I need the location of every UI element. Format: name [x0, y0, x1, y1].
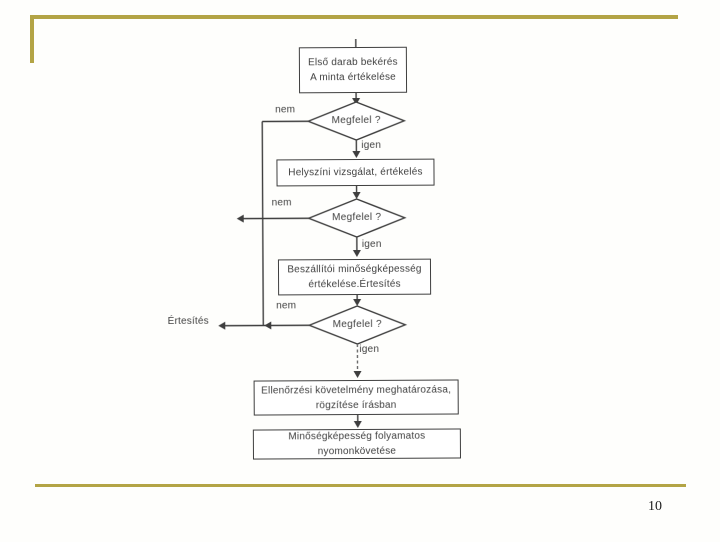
box-text-line: Helyszíni vizsgálat, értékelés	[277, 165, 433, 181]
arrowhead-down	[352, 151, 360, 158]
box-text-line: Beszállítói minőségképesség	[279, 262, 430, 278]
box-text-line: értékelése.Értesítés	[279, 277, 430, 293]
flowchart-box-onsite-inspection: Helyszíni vizsgálat, értékelés	[276, 159, 434, 187]
arrowhead-down	[354, 371, 362, 378]
box-text-line: A minta értékelése	[300, 70, 406, 86]
decision-label-2: Megfelel ?	[309, 212, 405, 224]
edge-label-no-1: nem	[267, 104, 303, 115]
edge-label-yes-3: igen	[359, 344, 379, 355]
box-text-line: nyomonkövetése	[254, 443, 460, 459]
edge-label-yes-2: igen	[362, 239, 382, 250]
box-text-line: Minőségképesség folyamatos	[254, 428, 460, 444]
flowchart-box-first-sample-request: Első darab bekérés A minta értékelése	[299, 47, 407, 94]
edge-label-no-2: nem	[264, 197, 300, 208]
arrowhead-down	[353, 250, 361, 257]
edge-label-yes-1: igen	[361, 140, 381, 151]
arrowhead-left	[218, 322, 225, 330]
decision-label-1: Megfelel ?	[308, 115, 404, 127]
edge-label-no-3: nem	[268, 300, 304, 311]
arrowhead-down	[353, 192, 361, 199]
arrowhead-down	[354, 421, 362, 428]
arrowhead-down	[353, 299, 361, 306]
flowchart-box-supplier-quality-evaluation: Beszállítói minőségképesség értékelése.É…	[278, 259, 431, 296]
flowchart-box-inspection-requirements: Ellenőrzési követelmény meghatározása, r…	[254, 379, 459, 415]
box-text-line: Ellenőrzési követelmény meghatározása,	[255, 382, 458, 398]
decision-label-3: Megfelel ?	[309, 319, 405, 331]
arrowhead-left	[237, 215, 244, 223]
box-text-line: Első darab bekérés	[300, 55, 406, 71]
arrowhead-left	[264, 321, 271, 329]
flowchart-box-quality-monitoring: Minőségképesség folyamatos nyomonkövetés…	[253, 428, 461, 459]
connector-feedback-trunk	[262, 122, 263, 326]
notify-label: Értesítés	[162, 316, 214, 327]
box-text-line: rögzítése írásban	[255, 397, 458, 413]
